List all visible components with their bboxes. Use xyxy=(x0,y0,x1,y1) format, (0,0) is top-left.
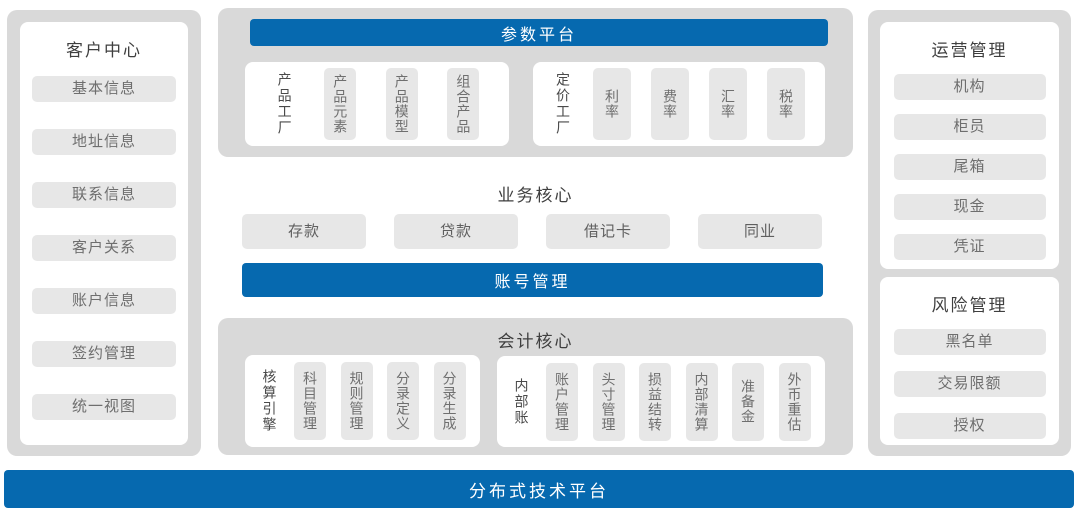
operations-list: 机构 柜员 尾箱 现金 凭证 xyxy=(880,74,1059,260)
chip-contact-info: 联系信息 xyxy=(32,182,176,208)
chip-customer-relation: 客户关系 xyxy=(32,235,176,261)
customer-center-card: 客户中心 基本信息 地址信息 联系信息 客户关系 账户信息 签约管理 统一视图 xyxy=(20,22,188,445)
vchip-entry-generate: 分录生成 xyxy=(433,362,466,440)
chip-debit-card: 借记卡 xyxy=(546,214,670,249)
chip-authorization: 授权 xyxy=(893,413,1046,439)
chip-basic-info: 基本信息 xyxy=(32,76,176,102)
vchip-account-mgmt: 账户管理 xyxy=(546,362,578,441)
chip-institution: 机构 xyxy=(893,74,1046,100)
chip-deposit: 存款 xyxy=(242,214,366,249)
vchip-entry-define: 分录定义 xyxy=(387,362,419,440)
chip-voucher: 凭证 xyxy=(893,234,1046,260)
accounting-engine-card: 核算引擎 科目管理 规则管理 分录定义 分录生成 xyxy=(245,355,480,447)
vchip-product-model: 产品模型 xyxy=(385,68,418,140)
chip-blacklist: 黑名单 xyxy=(893,329,1046,355)
chip-trade-limit: 交易限额 xyxy=(893,371,1046,397)
distributed-platform-bar: 分布式技术平台 xyxy=(4,470,1074,508)
accounting-core-title: 会计核心 xyxy=(497,332,574,351)
vchip-rule-mgmt: 规则管理 xyxy=(340,362,373,440)
vchip-pnl-carryover: 损益结转 xyxy=(639,362,671,441)
vchip-fx-revaluation: 外币重估 xyxy=(778,362,811,441)
vchip-tax-rate: 税率 xyxy=(767,68,805,140)
customer-center-list: 基本信息 地址信息 联系信息 客户关系 账户信息 签约管理 统一视图 xyxy=(20,76,188,420)
chip-address-info: 地址信息 xyxy=(32,129,176,155)
chip-unified-view: 统一视图 xyxy=(32,394,176,420)
chip-interbank: 同业 xyxy=(698,214,822,249)
pricing-factory-label: 定价工厂 xyxy=(555,72,571,136)
risk-list: 黑名单 交易限额 授权 xyxy=(880,329,1059,439)
risk-title: 风险管理 xyxy=(931,296,1008,315)
product-factory-label: 产品工厂 xyxy=(276,72,293,136)
chip-teller: 柜员 xyxy=(893,114,1046,140)
operations-title: 运营管理 xyxy=(931,41,1008,60)
parameter-platform-section: 参数平台 产品工厂 产品元素 产品模型 组合产品 定价工厂 利率 费率 汇率 税… xyxy=(218,8,853,157)
chip-cash-box: 尾箱 xyxy=(893,154,1046,180)
vchip-product-bundle: 组合产品 xyxy=(447,68,480,140)
chip-loan: 贷款 xyxy=(394,214,518,249)
vchip-interest-rate: 利率 xyxy=(593,68,631,140)
vchip-subject-mgmt: 科目管理 xyxy=(294,362,326,440)
vchip-internal-clearing: 内部清算 xyxy=(685,362,718,441)
vchip-product-element: 产品元素 xyxy=(324,68,357,140)
account-management-bar: 账号管理 xyxy=(242,263,823,297)
pricing-factory-card: 定价工厂 利率 费率 汇率 税率 xyxy=(533,62,825,146)
right-panel: 运营管理 机构 柜员 尾箱 现金 凭证 风险管理 黑名单 交易限额 授权 xyxy=(868,10,1071,456)
vchip-position-mgmt: 头寸管理 xyxy=(592,362,625,441)
customer-center-title: 客户中心 xyxy=(66,41,142,60)
product-factory-card: 产品工厂 产品元素 产品模型 组合产品 xyxy=(245,62,509,146)
business-core-chips: 存款 贷款 借记卡 同业 xyxy=(242,214,822,249)
customer-center-panel: 客户中心 基本信息 地址信息 联系信息 客户关系 账户信息 签约管理 统一视图 xyxy=(7,10,201,456)
operations-card: 运营管理 机构 柜员 尾箱 现金 凭证 xyxy=(880,22,1059,269)
vchip-exchange-rate: 汇率 xyxy=(709,68,747,140)
chip-contract-mgmt: 签约管理 xyxy=(32,341,176,367)
accounting-engine-label: 核算引擎 xyxy=(261,369,278,433)
chip-cash: 现金 xyxy=(893,194,1046,220)
internal-account-label: 内部账 xyxy=(513,377,530,426)
accounting-core-section: 会计核心 核算引擎 科目管理 规则管理 分录定义 分录生成 内部账 账户管理 头… xyxy=(218,318,853,455)
parameter-platform-bar: 参数平台 xyxy=(250,19,828,46)
internal-account-card: 内部账 账户管理 头寸管理 损益结转 内部清算 准备金 外币重估 xyxy=(497,356,825,447)
business-core-title: 业务核心 xyxy=(497,186,574,205)
vchip-fee-rate: 费率 xyxy=(651,68,689,140)
chip-account-info: 账户信息 xyxy=(32,288,176,314)
risk-card: 风险管理 黑名单 交易限额 授权 xyxy=(880,277,1059,445)
vchip-reserve: 准备金 xyxy=(732,362,764,441)
